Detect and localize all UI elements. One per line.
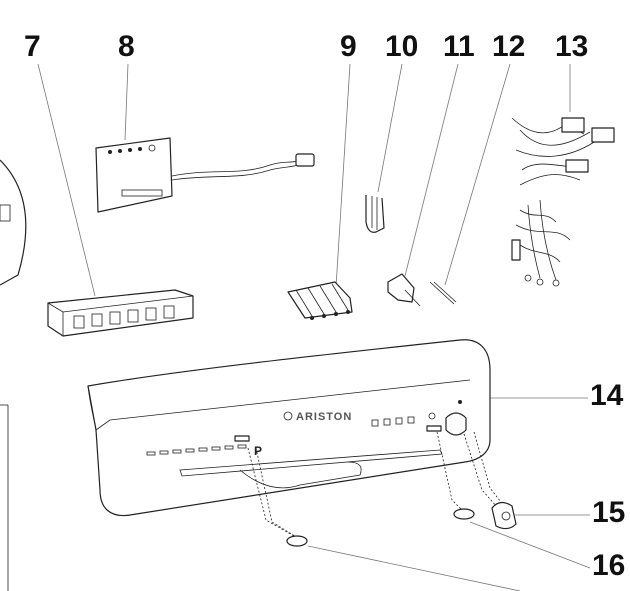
callout-9: 9	[340, 30, 357, 63]
part-13-wiring-harness	[511, 117, 615, 287]
program-indicator: P	[254, 444, 262, 458]
panel-indicator-row-right	[371, 412, 442, 432]
callout-7: 7	[24, 30, 41, 63]
callout-16: 16	[592, 549, 625, 582]
callout-13: 13	[555, 30, 588, 63]
callout-14: 14	[590, 379, 624, 412]
part-11-switch	[387, 273, 421, 307]
part-12-fuse	[429, 281, 457, 305]
callout-8: 8	[118, 30, 135, 63]
panel-button-row	[146, 435, 250, 456]
part-14-control-panel: ARISTON P	[87, 339, 491, 517]
callout-11: 11	[443, 30, 475, 63]
cropped-part-circle	[0, 159, 27, 286]
callout-10: 10	[385, 30, 418, 63]
part-15-knob	[491, 501, 517, 530]
part-16-button-caps	[286, 508, 475, 547]
part-7-control-strip	[47, 289, 194, 337]
callout-15: 15	[592, 496, 625, 529]
brand-logo-text: ARISTON	[296, 411, 352, 423]
part-9-cable-set	[287, 281, 353, 320]
cropped-part-frame	[0, 404, 9, 591]
assembly-guide-lines	[247, 431, 505, 539]
part-10-ribbon-cable	[365, 195, 385, 233]
callout-12: 12	[492, 30, 525, 63]
part-8-electronic-board	[95, 137, 315, 213]
leader-lines	[37, 63, 591, 591]
